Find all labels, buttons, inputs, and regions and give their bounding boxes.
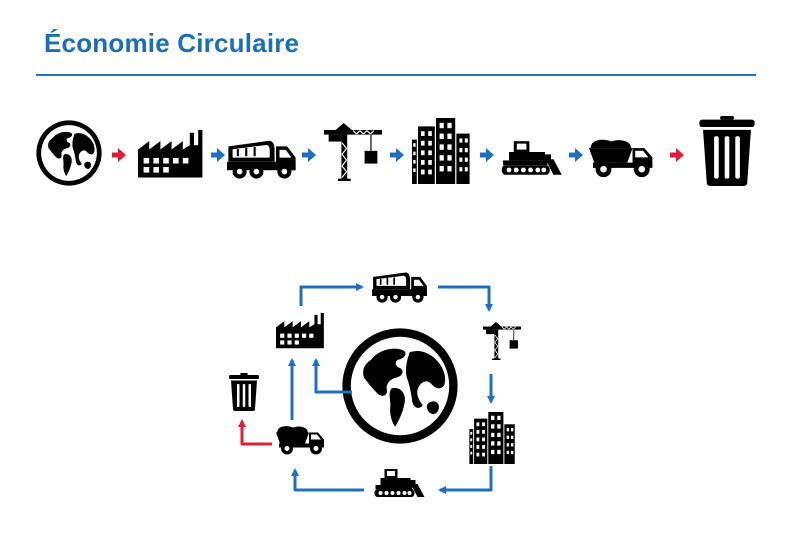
title-underline — [36, 74, 756, 76]
blue-arrow-icon — [302, 148, 316, 162]
loop-factory-icon — [276, 312, 324, 349]
arrow-mixer-to-crane — [438, 285, 493, 312]
red-arrow-icon — [670, 148, 684, 162]
arrow-globe-to-factory — [312, 358, 352, 394]
crane-icon — [323, 123, 383, 181]
globe-icon — [36, 120, 102, 186]
blue-arrow-icon — [569, 148, 583, 162]
loop-cement-mixer-icon — [372, 272, 427, 303]
arrow-buildings-to-bulldozer — [438, 466, 493, 494]
loop-trash-bin-icon — [229, 373, 259, 411]
blue-arrow-icon — [211, 148, 225, 162]
red-arrow-icon — [112, 148, 126, 162]
loop-bulldozer-icon — [374, 469, 425, 497]
buildings-icon — [412, 118, 470, 184]
loop-buildings-icon — [469, 412, 515, 464]
dump-truck-icon — [589, 139, 653, 178]
arrow-factory-to-mixer — [299, 283, 364, 306]
arrow-bulldozer-to-dump — [291, 468, 364, 492]
circular-loop — [229, 272, 522, 497]
cement-mixer-icon — [227, 140, 296, 179]
bulldozer-icon — [501, 141, 562, 175]
blue-arrow-icon — [480, 148, 494, 162]
arrow-dump-to-trash — [238, 419, 272, 446]
trash-bin-icon — [699, 116, 755, 186]
blue-arrow-icon — [390, 148, 404, 162]
linear-chain — [36, 116, 755, 186]
center-globe-icon — [342, 328, 458, 444]
loop-dump-truck-icon — [276, 426, 324, 455]
factory-icon — [138, 129, 203, 178]
loop-crane-icon — [482, 322, 522, 360]
page-title: Économie Circulaire — [44, 28, 300, 58]
